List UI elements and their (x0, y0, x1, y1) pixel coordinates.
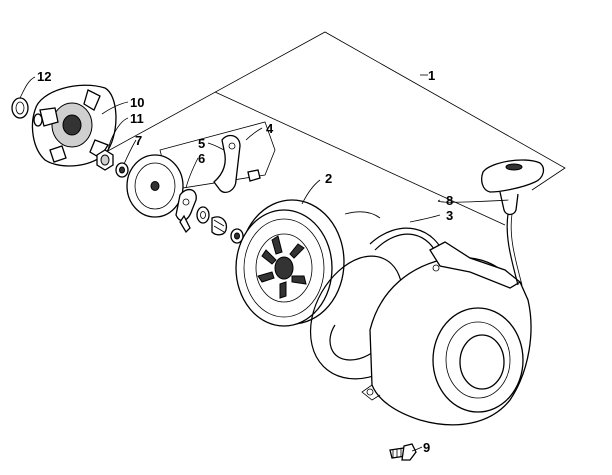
callout-10: 10 (130, 95, 144, 110)
o-ring-part-12 (11, 97, 29, 119)
pawl-pin (247, 169, 261, 182)
callout-11: 11 (130, 111, 144, 126)
callout-9: 9 (423, 440, 430, 455)
bushing-part-7 (115, 162, 129, 178)
starter-housing (361, 241, 532, 426)
leader-lines (19, 74, 509, 452)
friction-plate (126, 154, 184, 218)
callout-3: 3 (446, 208, 453, 223)
nut-part-11 (96, 149, 114, 171)
callout-1: 1 (428, 68, 435, 83)
callout-8: 8 (446, 193, 453, 208)
rope-reel-part-2 (235, 199, 345, 327)
callout-labels: 1 2 3 4 5 6 7 8 9 10 11 12 (37, 68, 453, 455)
callout-5: 5 (198, 136, 205, 151)
ratchet-pawl-part-5 (213, 134, 241, 194)
drive-hub-part-10 (31, 84, 117, 167)
callout-4: 4 (266, 121, 274, 136)
callout-7: 7 (135, 133, 142, 148)
callout-6: 6 (198, 151, 205, 166)
starter-handle-part-8 (481, 159, 545, 286)
bolt-part-9 (389, 443, 417, 461)
washer-stack (196, 206, 244, 244)
friction-spring-part-6 (175, 188, 197, 234)
callout-2: 2 (325, 171, 332, 186)
assembly-bracket-1 (94, 31, 566, 226)
callout-12: 12 (37, 69, 51, 84)
